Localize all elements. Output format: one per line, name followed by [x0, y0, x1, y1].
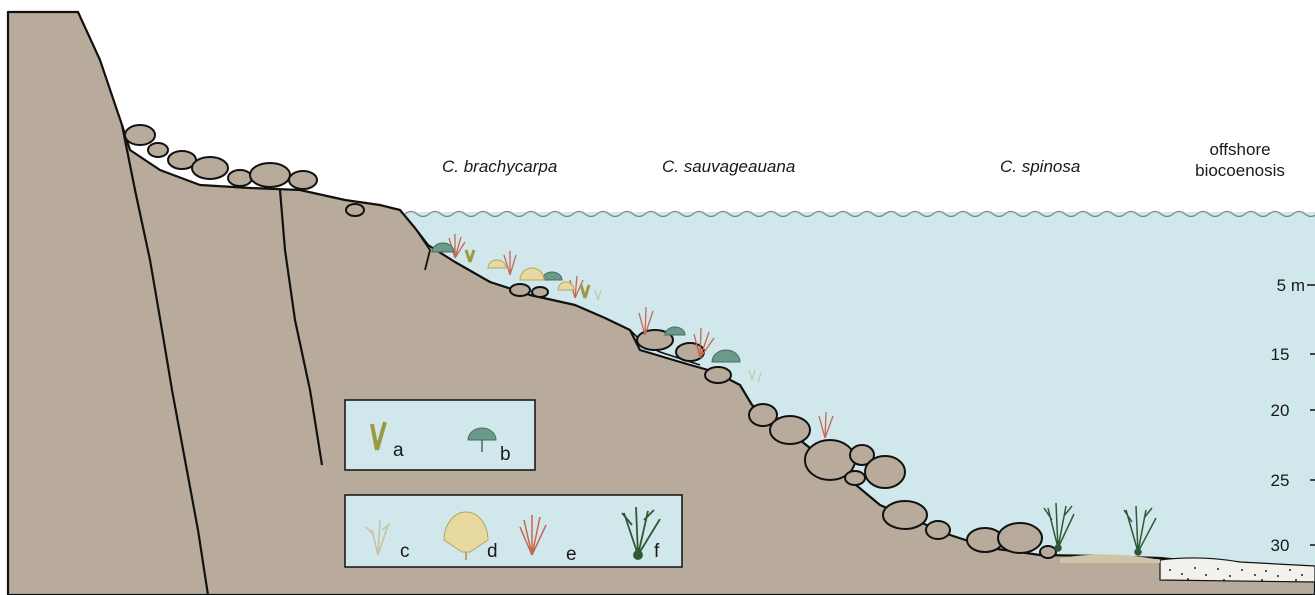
depth-label-25: 25 — [1271, 471, 1290, 490]
zone-label-brachycarpa: C. brachycarpa — [442, 157, 557, 176]
legend-letter-b: b — [500, 444, 511, 465]
depth-label-15: 15 — [1271, 345, 1290, 364]
legend-box-1: a b — [345, 400, 535, 470]
offshore-label-line2: biocoenosis — [1195, 161, 1285, 180]
legend-letter-f: f — [654, 541, 660, 562]
zone-label-sauvageauana: C. sauvageauana — [662, 157, 795, 176]
legend-letter-e: e — [566, 544, 577, 565]
legend-letter-a: a — [393, 440, 404, 461]
depth-label-30: 30 — [1271, 536, 1290, 555]
depth-label-20: 20 — [1271, 401, 1290, 420]
legend-box-2: c d e f — [345, 495, 682, 567]
depth-label-5: 5 m — [1277, 276, 1305, 295]
offshore-label-line1: offshore — [1209, 140, 1270, 159]
zone-label-spinosa: C. spinosa — [1000, 157, 1080, 176]
legend-letter-d: d — [487, 541, 498, 562]
legend-letter-c: c — [400, 541, 410, 562]
